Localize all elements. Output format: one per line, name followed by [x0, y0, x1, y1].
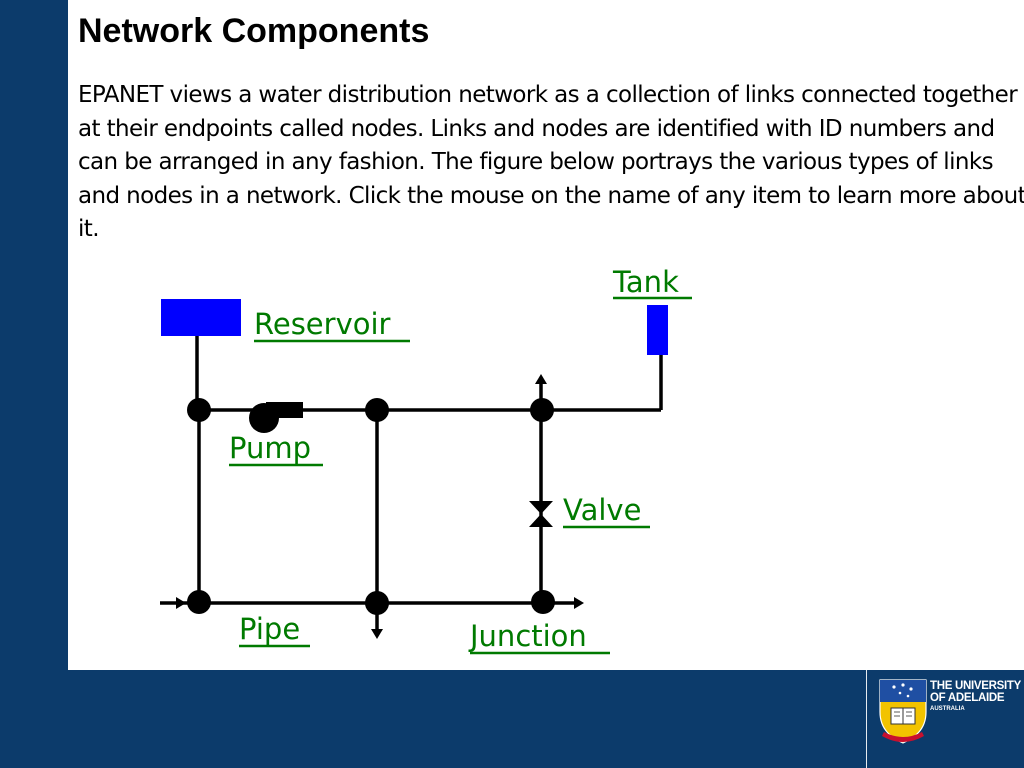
network-diagram: Reservoir Tank Pump Valve Pipe Junction	[160, 265, 692, 655]
valve-icon	[529, 501, 553, 527]
junction-node	[365, 591, 389, 615]
valve-link[interactable]: Valve	[563, 493, 650, 529]
university-wordmark: THE UNIVERSITY OF ADELAIDE AUSTRALIA	[930, 680, 1021, 714]
flow-arrow-up-icon	[535, 374, 547, 384]
pipe-link[interactable]: Pipe	[239, 612, 310, 648]
footer-divider	[866, 670, 867, 768]
footer-bar: THE UNIVERSITY OF ADELAIDE AUSTRALIA	[0, 670, 1024, 768]
junction-node	[187, 398, 211, 422]
reservoir-link[interactable]: Reservoir	[254, 307, 410, 343]
content-panel: Network Components EPANET views a water …	[68, 0, 1024, 670]
junction-link[interactable]: Junction	[468, 619, 610, 655]
reservoir-label[interactable]: Reservoir	[254, 307, 391, 341]
wordmark-line-2: OF ADELAIDE	[930, 692, 1005, 704]
pipe-label[interactable]: Pipe	[239, 612, 300, 646]
pump-link[interactable]: Pump	[229, 431, 323, 467]
junction-node	[187, 590, 211, 614]
junction-node	[531, 590, 555, 614]
university-crest-icon	[879, 679, 927, 744]
junction-node	[530, 398, 554, 422]
wordmark-line-1: THE UNIVERSITY	[930, 680, 1022, 692]
page-title: Network Components	[78, 12, 430, 50]
pump-label[interactable]: Pump	[229, 431, 311, 465]
wordmark-line-3: AUSTRALIA	[930, 706, 965, 712]
junction-label[interactable]: Junction	[468, 619, 587, 653]
tank-label[interactable]: Tank	[612, 265, 679, 299]
tank-link[interactable]: Tank	[612, 265, 692, 300]
valve-label[interactable]: Valve	[563, 493, 641, 527]
junction-node	[365, 398, 389, 422]
flow-arrow-right-icon	[574, 597, 584, 609]
pump-icon	[249, 402, 303, 433]
flow-arrow-inlet-icon	[176, 597, 186, 609]
tank-symbol	[647, 305, 668, 355]
reservoir-symbol	[161, 299, 241, 336]
intro-paragraph: EPANET views a water distribution networ…	[78, 82, 1024, 243]
flow-arrow-down-icon	[371, 629, 383, 639]
